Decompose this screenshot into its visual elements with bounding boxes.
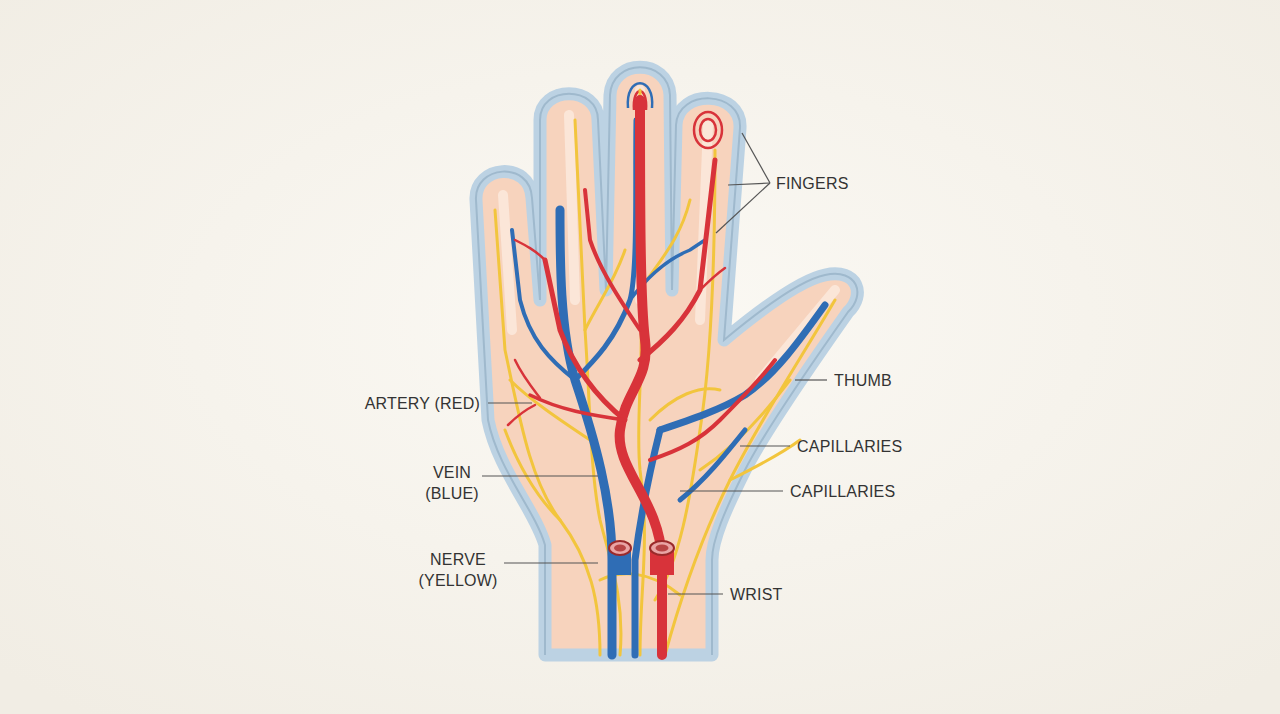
fingers-label: FINGERS [776,173,849,194]
nerve-label: NERVE (YELLOW) [412,549,504,591]
vein-label: VEIN (BLUE) [416,462,488,504]
vessel-cross-sections [609,541,674,575]
capillaries-label: CAPILLARIES [797,436,902,457]
thumb-label: THUMB [834,370,892,391]
arteries [508,100,775,655]
veins [512,120,825,655]
wrist-label: WRIST [730,584,783,605]
leader-lines [482,133,827,594]
artery-label: ARTERY (RED) [365,393,480,414]
capillaries-label: CAPILLARIES [790,481,895,502]
hand-inner-edge [476,67,857,655]
finger-highlights [503,90,835,380]
hand-outline [476,67,857,655]
